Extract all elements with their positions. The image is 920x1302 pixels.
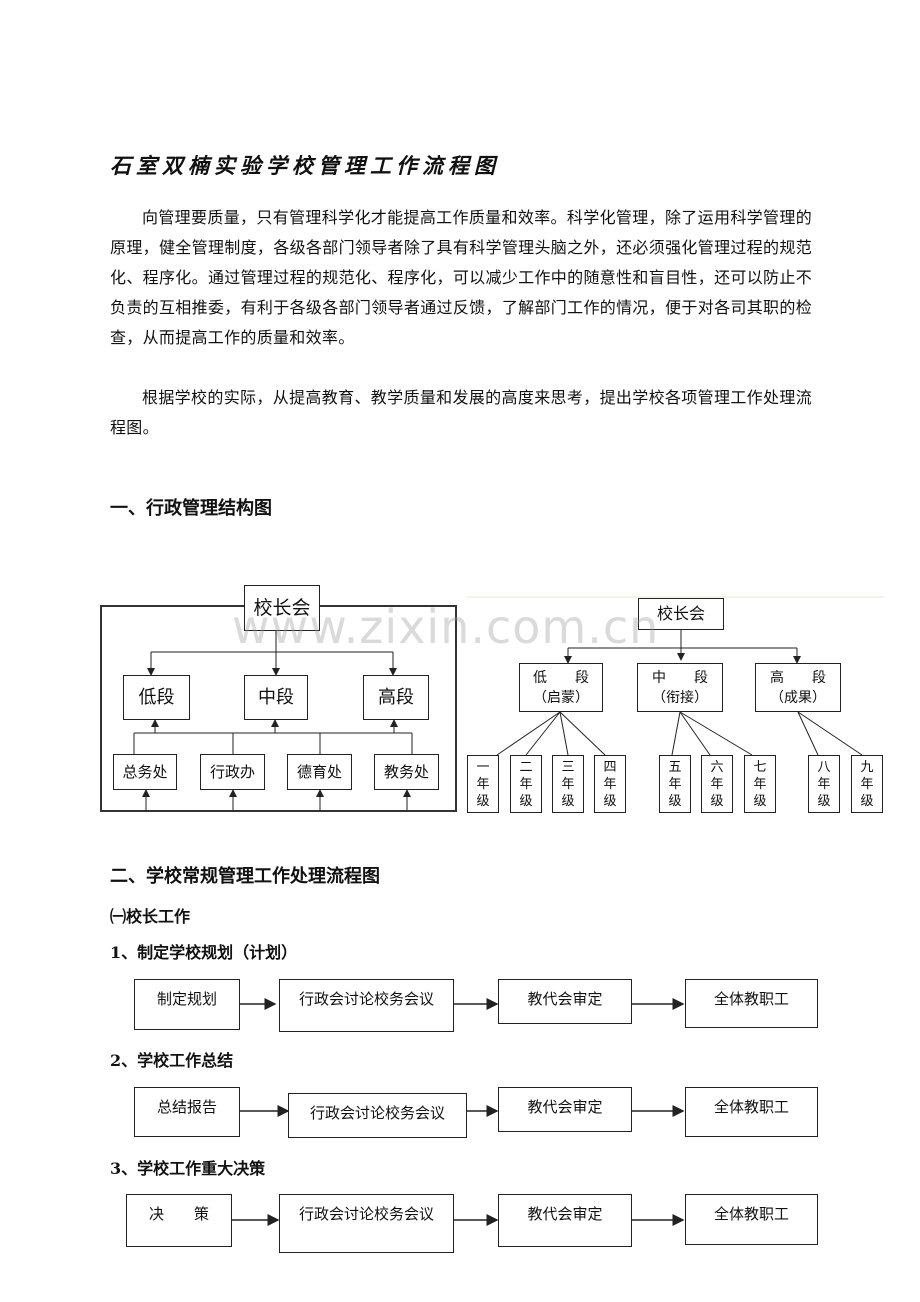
flow-1-step-4: 全体教职工	[685, 979, 818, 1028]
flow-1-step-1: 制定规划	[134, 979, 240, 1030]
grade-9-char-2: 年	[860, 777, 874, 792]
grade-box-5: 五年级	[659, 755, 691, 813]
grade-1-char-3: 级	[476, 794, 490, 809]
grade-6-char-3: 级	[710, 794, 724, 809]
left-stage-mid: 中段	[244, 675, 308, 720]
right-stage-high: 高 段 （成果）	[755, 663, 841, 712]
section-heading-admin-structure: 一、行政管理结构图	[110, 498, 272, 519]
grade-8-char-1: 八	[817, 760, 831, 775]
right-stage-low: 低 段 （启蒙）	[519, 663, 603, 712]
right-stage-high-sub: （成果）	[770, 690, 826, 706]
grade-9-char-3: 级	[860, 794, 874, 809]
right-principal-box: 校长会	[638, 598, 724, 630]
grade-1-char-2: 年	[476, 777, 490, 792]
grade-6-char-1: 六	[710, 760, 724, 775]
grade-8-char-3: 级	[817, 794, 831, 809]
grade-2-char-1: 二	[519, 760, 533, 775]
grade-8-char-2: 年	[817, 777, 831, 792]
grade-7-char-3: 级	[753, 794, 767, 809]
grade-7-char-1: 七	[753, 760, 767, 775]
grade-7-char-2: 年	[753, 777, 767, 792]
section-heading-routine-management: 二、学校常规管理工作处理流程图	[110, 866, 380, 887]
grade-box-8: 八年级	[808, 755, 840, 813]
grade-2-char-3: 级	[519, 794, 533, 809]
grade-box-9: 九年级	[851, 755, 883, 813]
flow-1-step-3: 教代会审定	[498, 979, 632, 1024]
flow-2-step-1: 总结报告	[134, 1087, 240, 1137]
grade-4-char-3: 级	[603, 794, 617, 809]
flow-2-step-4: 全体教职工	[685, 1087, 818, 1137]
flow-3-step-1: 决 策	[126, 1194, 232, 1247]
flow-2-step-2: 行政会讨论校务会议	[288, 1093, 467, 1138]
grade-5-char-1: 五	[668, 760, 682, 775]
grade-1-char-1: 一	[476, 760, 490, 775]
document-title: 石室双楠实验学校管理工作流程图	[110, 153, 500, 178]
grade-3-char-1: 三	[561, 760, 575, 775]
left-office-admin: 行政办	[200, 754, 265, 790]
flow-3-title: 3、学校工作重大决策	[110, 1159, 266, 1178]
right-stage-low-name: 低 段	[533, 670, 589, 686]
grade-4-char-2: 年	[603, 777, 617, 792]
intro-paragraph-1: 向管理要质量，只有管理科学化才能提高工作质量和效率。科学化管理，除了运用科学管理…	[110, 208, 812, 347]
flow-2-step-3: 教代会审定	[498, 1087, 632, 1132]
flow-3-step-4: 全体教职工	[685, 1194, 818, 1245]
right-stage-mid: 中 段 （衔接）	[637, 663, 723, 712]
left-principal-box: 校长会	[244, 585, 320, 631]
grade-box-6: 六年级	[701, 755, 733, 813]
left-stage-low: 低段	[123, 675, 190, 720]
intro-paragraph-2: 根据学校的实际，从提高教育、教学质量和发展的高度来思考，提出学校各项管理工作处理…	[110, 388, 812, 437]
grade-box-3: 三年级	[552, 755, 584, 813]
grade-6-char-2: 年	[710, 777, 724, 792]
grade-4-char-1: 四	[603, 760, 617, 775]
flow-3-step-3: 教代会审定	[498, 1194, 632, 1247]
right-stage-mid-sub: （衔接）	[652, 690, 708, 706]
flow-1-step-2: 行政会讨论校务会议	[279, 979, 454, 1032]
left-office-moral-education: 德育处	[287, 754, 352, 790]
grade-box-1: 一年级	[467, 755, 499, 813]
flow-3-step-2: 行政会讨论校务会议	[279, 1194, 454, 1253]
grade-3-char-2: 年	[561, 777, 575, 792]
right-stage-low-sub: （启蒙）	[533, 690, 589, 706]
right-stage-mid-name: 中 段	[652, 670, 708, 686]
watermark: www.zixin.com.cn	[232, 600, 660, 654]
grade-5-char-3: 级	[668, 794, 682, 809]
right-stage-high-name: 高 段	[770, 670, 826, 686]
left-office-general-affairs: 总务处	[113, 754, 177, 790]
grade-box-4: 四年级	[594, 755, 626, 813]
flow-2-title: 2、学校工作总结	[110, 1051, 234, 1070]
grade-box-2: 二年级	[510, 755, 542, 813]
grade-9-char-1: 九	[860, 760, 874, 775]
grade-3-char-3: 级	[561, 794, 575, 809]
grade-5-char-2: 年	[668, 777, 682, 792]
left-stage-high: 高段	[363, 675, 429, 720]
grade-2-char-2: 年	[519, 777, 533, 792]
subsection-principal-work: ㈠校长工作	[110, 907, 191, 926]
flow-1-title: 1、制定学校规划（计划）	[110, 943, 298, 962]
left-office-academic-affairs: 教务处	[374, 754, 439, 790]
grade-box-7: 七年级	[744, 755, 776, 813]
